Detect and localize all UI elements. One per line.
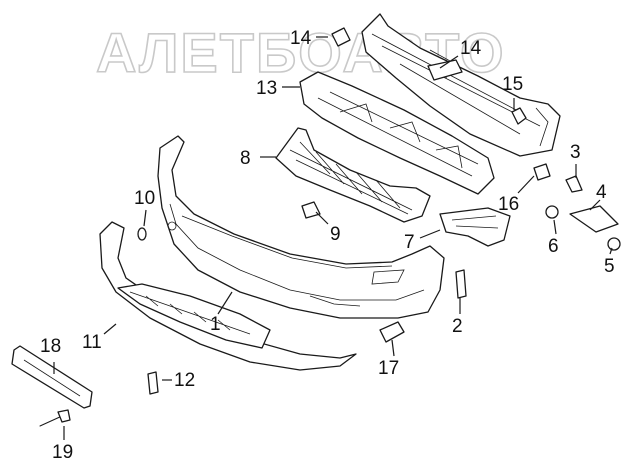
side-bracket-part bbox=[439, 207, 511, 247]
callout-4: 4 bbox=[596, 182, 607, 203]
callout-2: 2 bbox=[452, 316, 463, 337]
callout-8: 8 bbox=[240, 148, 251, 169]
bumper-cover-part bbox=[157, 135, 445, 319]
energy-absorber-part bbox=[299, 71, 495, 195]
callout-13: 13 bbox=[256, 78, 277, 99]
impact-bar-part bbox=[361, 13, 561, 157]
callout-7: 7 bbox=[404, 232, 415, 253]
callout-9: 9 bbox=[330, 224, 341, 245]
callout-16: 16 bbox=[498, 194, 519, 215]
lower-grille-part bbox=[275, 127, 431, 223]
callout-19: 19 bbox=[52, 442, 73, 463]
bolt-part bbox=[147, 27, 621, 395]
license-plate-bracket-part bbox=[11, 345, 93, 409]
clip-part bbox=[137, 227, 147, 241]
callout-1: 1 bbox=[210, 314, 221, 335]
callout-3: 3 bbox=[570, 142, 581, 163]
callout-18: 18 bbox=[40, 336, 61, 357]
lower-spoiler-part bbox=[117, 283, 271, 349]
callout-15-top: 14 bbox=[290, 28, 312, 49]
callout-17: 17 bbox=[378, 358, 399, 379]
callout-labels: 14 14 13 15 8 3 16 10 9 4 6 7 5 2 1 11 1… bbox=[40, 28, 615, 463]
callout-14: 14 bbox=[460, 38, 482, 59]
plate-screw-part bbox=[39, 409, 71, 427]
callout-12: 12 bbox=[174, 370, 195, 391]
callout-11: 11 bbox=[82, 332, 102, 353]
callout-15-right: 15 bbox=[502, 74, 523, 95]
callout-10: 10 bbox=[134, 188, 155, 209]
leader-lines bbox=[53, 36, 613, 440]
callout-5: 5 bbox=[604, 256, 615, 277]
callout-6: 6 bbox=[548, 236, 559, 257]
